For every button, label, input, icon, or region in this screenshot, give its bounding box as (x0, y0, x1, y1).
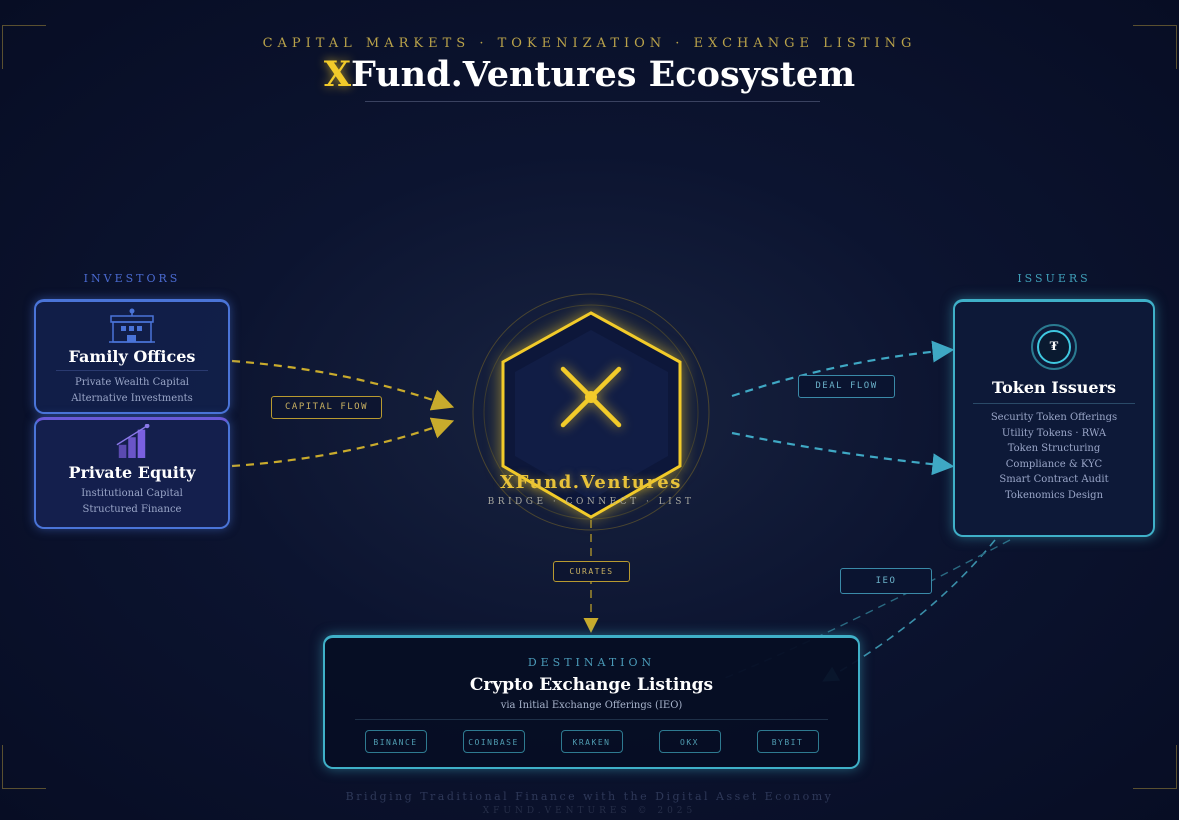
card-line: Alternative Investments (71, 392, 193, 404)
token-issuers-card[interactable]: ₮ Token Issuers Security Token Offerings… (953, 299, 1155, 537)
capital-flow-label: CAPITAL FLOW (271, 396, 382, 419)
ieo-label: IEO (840, 568, 932, 594)
destination-card[interactable]: DESTINATION Crypto Exchange Listings via… (323, 635, 860, 769)
exchange-kraken[interactable]: KRAKEN (560, 729, 623, 753)
card-line: Compliance & KYC (1005, 458, 1103, 470)
card-line: Smart Contract Audit (999, 474, 1109, 485)
hub-emblem (472, 293, 710, 531)
building-icon (109, 308, 155, 343)
title-divider (365, 101, 820, 102)
capital-flow-arrow-family (231, 359, 455, 411)
card-title: Private Equity (68, 463, 196, 482)
title-rest: Fund.Ventures Ecosystem (350, 54, 856, 95)
card-line: Private Wealth Capital (74, 377, 189, 388)
card-line: Tokenomics Design (1004, 489, 1104, 501)
corner-bracket (1133, 745, 1177, 789)
hub-name: XFund.Ventures (500, 472, 682, 493)
deal-flow-arrow-top (731, 340, 955, 398)
footer-tagline: Bridging Traditional Finance with the Di… (345, 790, 834, 803)
corner-bracket (2, 25, 46, 69)
hub-tagline: BRIDGE · CONNECT · LIST (487, 497, 695, 507)
private-equity-card[interactable]: Private Equity Institutional Capital Str… (34, 417, 230, 529)
investors-label: INVESTORS (83, 272, 181, 285)
card-line: Token Structuring (1007, 443, 1101, 454)
token-icon: ₮ (1031, 324, 1077, 370)
footer-copyright: XFUND.VENTURES © 2025 (482, 806, 697, 816)
issuers-label: ISSUERS (1017, 272, 1091, 285)
deal-flow-arrow-bottom (731, 431, 955, 476)
card-line: Structured Finance (82, 503, 182, 515)
deal-flow-label: DEAL FLOW (798, 375, 895, 398)
corner-bracket (2, 745, 46, 789)
card-title: Token Issuers (992, 378, 1116, 397)
token-glyph: ₮ (1037, 330, 1071, 364)
destination-subtitle: via Initial Exchange Offerings (IEO) (500, 700, 683, 711)
corner-bracket (1133, 25, 1177, 69)
card-line: Institutional Capital (81, 488, 183, 499)
card-line: Security Token Offerings (990, 412, 1118, 423)
card-line: Utility Tokens · RWA (1001, 427, 1107, 439)
exchange-coinbase[interactable]: COINBASE (462, 729, 525, 753)
destination-title: Crypto Exchange Listings (469, 675, 714, 695)
exchange-binance[interactable]: BINANCE (364, 729, 427, 753)
capital-flow-arrow-pe (231, 417, 455, 468)
bar-chart-icon (116, 424, 150, 458)
exchange-bybit[interactable]: BYBIT (756, 729, 819, 753)
page-title: XFund.Ventures Ecosystem (0, 54, 1179, 95)
exchange-okx[interactable]: OKX (658, 729, 721, 753)
family-offices-card[interactable]: Family Offices Private Wealth Capital Al… (34, 299, 230, 414)
header-subtitle: CAPITAL MARKETS · TOKENIZATION · EXCHANG… (262, 36, 917, 51)
title-accent: X (323, 54, 351, 95)
destination-label: DESTINATION (527, 656, 656, 669)
exchange-list: BINANCE COINBASE KRAKEN OKX BYBIT (325, 729, 858, 753)
ieo-arrow-secondary (719, 539, 1011, 681)
card-title: Family Offices (68, 347, 196, 366)
curates-label: CURATES (553, 561, 630, 582)
